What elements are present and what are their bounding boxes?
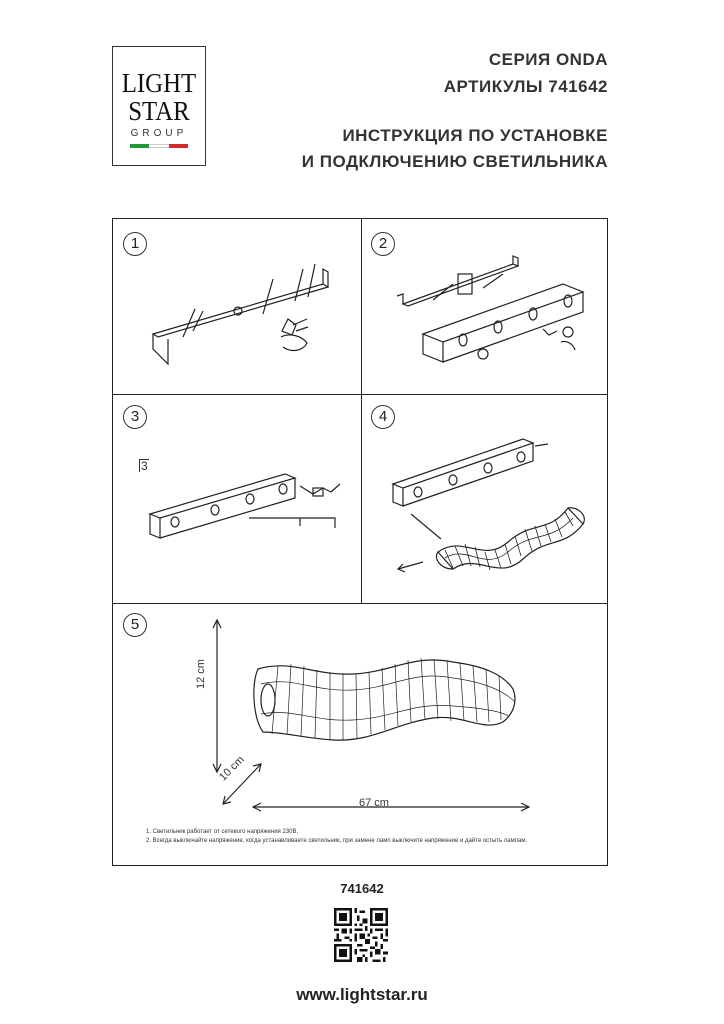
footer-website[interactable]: www.lightstar.ru <box>296 985 428 1004</box>
instruction-title-line2: И ПОДКЛЮЧЕНИЮ СВЕТИЛЬНИКА <box>301 152 608 171</box>
step-number-3: 3 <box>123 405 147 429</box>
attach-shade-icon <box>391 438 585 573</box>
step-number-2: 2 <box>371 232 395 256</box>
flag-white <box>149 144 169 148</box>
safety-notes: 1. Светильник работает от сетевого напря… <box>146 828 527 846</box>
article-title: АРТИКУЛЫ 741642 <box>443 77 608 96</box>
attach-base-to-bracket-icon <box>396 255 585 363</box>
step3-note-label: 3 <box>139 459 149 473</box>
logo-line-light: LIGHT <box>121 68 197 98</box>
flag-red <box>168 144 188 148</box>
footer-article-number: 741642 <box>340 881 384 896</box>
step-number-4: 4 <box>371 405 395 429</box>
grid-vertical-divider <box>361 219 362 603</box>
logo-line-group: GROUP <box>130 128 188 139</box>
qr-code-icon <box>334 908 388 962</box>
lightstar-logo: LIGHT STAR GROUP <box>112 46 208 170</box>
grid-divider-2 <box>113 603 607 604</box>
dimensions-icon <box>212 618 531 812</box>
instruction-title-line1: ИНСТРУКЦИЯ ПО УСТАНОВКЕ <box>342 126 608 145</box>
wire-connection-icon <box>148 473 341 539</box>
grid-divider-1 <box>113 394 607 395</box>
series-title: СЕРИЯ ONDA <box>488 50 608 69</box>
note-2: 2. Всегда выключайте напряжение, когда у… <box>146 838 528 844</box>
mounting-bracket-screws-icon <box>151 263 330 366</box>
logo-line-star: STAR <box>128 96 190 126</box>
step-number-1: 1 <box>123 232 147 256</box>
logo-frame <box>112 46 206 166</box>
step-number-5: 5 <box>123 613 147 637</box>
dimension-length-label: 67 cm <box>359 797 389 809</box>
instruction-grid: 1 2 <box>112 218 608 866</box>
italian-flag-stripe <box>130 144 188 148</box>
note-1: 1. Светильник работает от сетевого напря… <box>146 829 299 835</box>
dimension-height-label: 12 cm <box>195 659 207 689</box>
flag-green <box>130 144 150 148</box>
